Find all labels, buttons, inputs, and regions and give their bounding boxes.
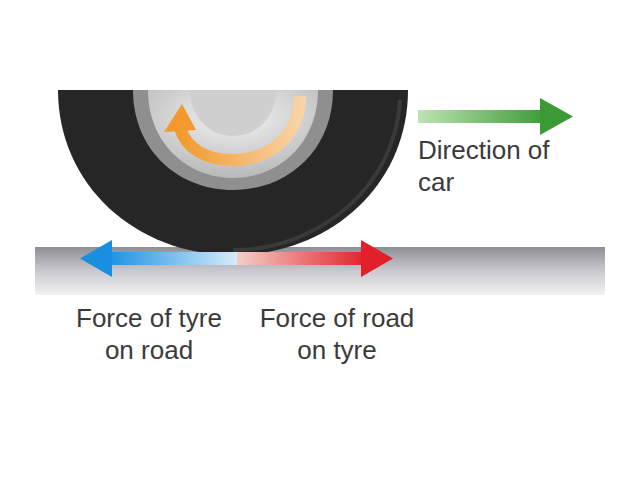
direction-arrowhead (540, 98, 573, 135)
wheel-hub (148, 90, 318, 178)
hub-centre (190, 90, 276, 136)
rotation-arrowhead (164, 104, 196, 132)
direction-arrow (418, 110, 546, 123)
rotation-arrow (180, 96, 300, 160)
force-label: Force of road on tyre (246, 302, 428, 366)
force-arrow-road-on-tyre (237, 252, 367, 265)
wheel-rim (133, 90, 333, 190)
force-label: Force of tyre on road (58, 302, 240, 366)
road (35, 247, 605, 295)
tyre (58, 90, 408, 255)
force-arrowhead-blue (80, 240, 112, 277)
force-arrow-tyre-on-road (106, 252, 237, 265)
direction-label: Direction of car (418, 134, 568, 198)
force-arrowhead-red (361, 240, 393, 277)
